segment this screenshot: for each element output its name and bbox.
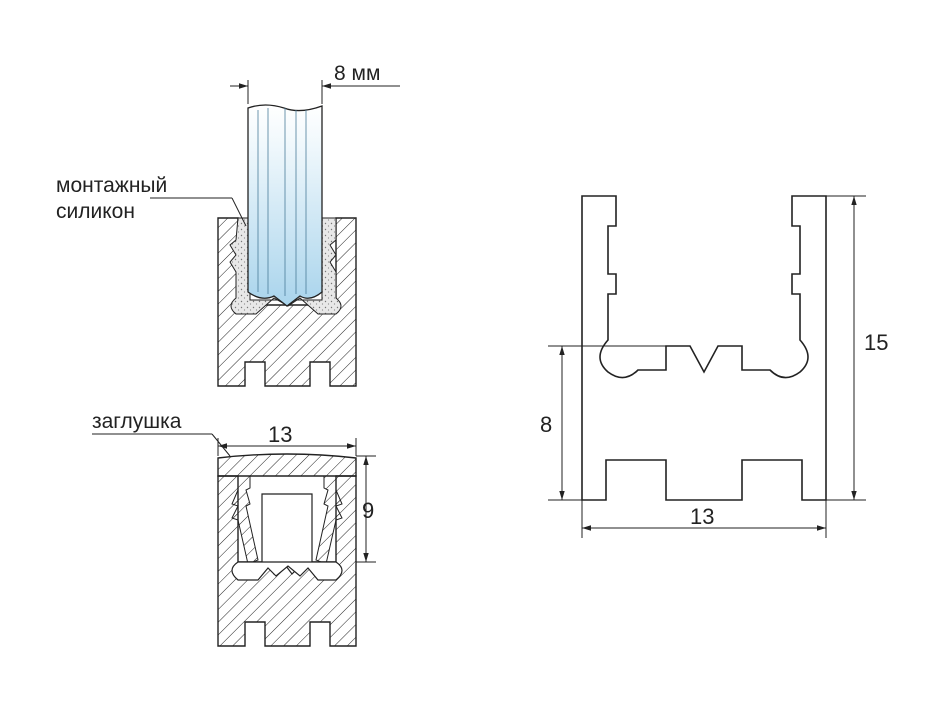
silicone-fill xyxy=(229,217,342,315)
cap-label: заглушка xyxy=(92,410,182,433)
cap-width-label: 13 xyxy=(268,422,292,447)
profile-outline-shape xyxy=(581,195,827,501)
glass-layer-lines xyxy=(257,108,307,296)
profile-height-label: 15 xyxy=(864,330,888,355)
cap-top-plate xyxy=(217,453,357,477)
glass-thickness-label: 8 мм xyxy=(334,62,380,85)
profile-body-hatched xyxy=(217,217,357,387)
profile-with-cap: 13 9 заглушка xyxy=(92,410,376,647)
silicone-label-line2: силикон xyxy=(56,200,135,223)
groove-height-label: 8 xyxy=(540,412,552,437)
cap-height-label: 9 xyxy=(362,498,374,523)
profile-width-label: 13 xyxy=(690,504,714,529)
profile-with-glass: 8 мм монтажный силикон xyxy=(56,62,400,387)
cap-groove-bottom xyxy=(231,561,343,581)
silicone-label-line1: монтажный xyxy=(56,174,167,197)
profile-outline: 15 8 13 xyxy=(540,195,888,538)
